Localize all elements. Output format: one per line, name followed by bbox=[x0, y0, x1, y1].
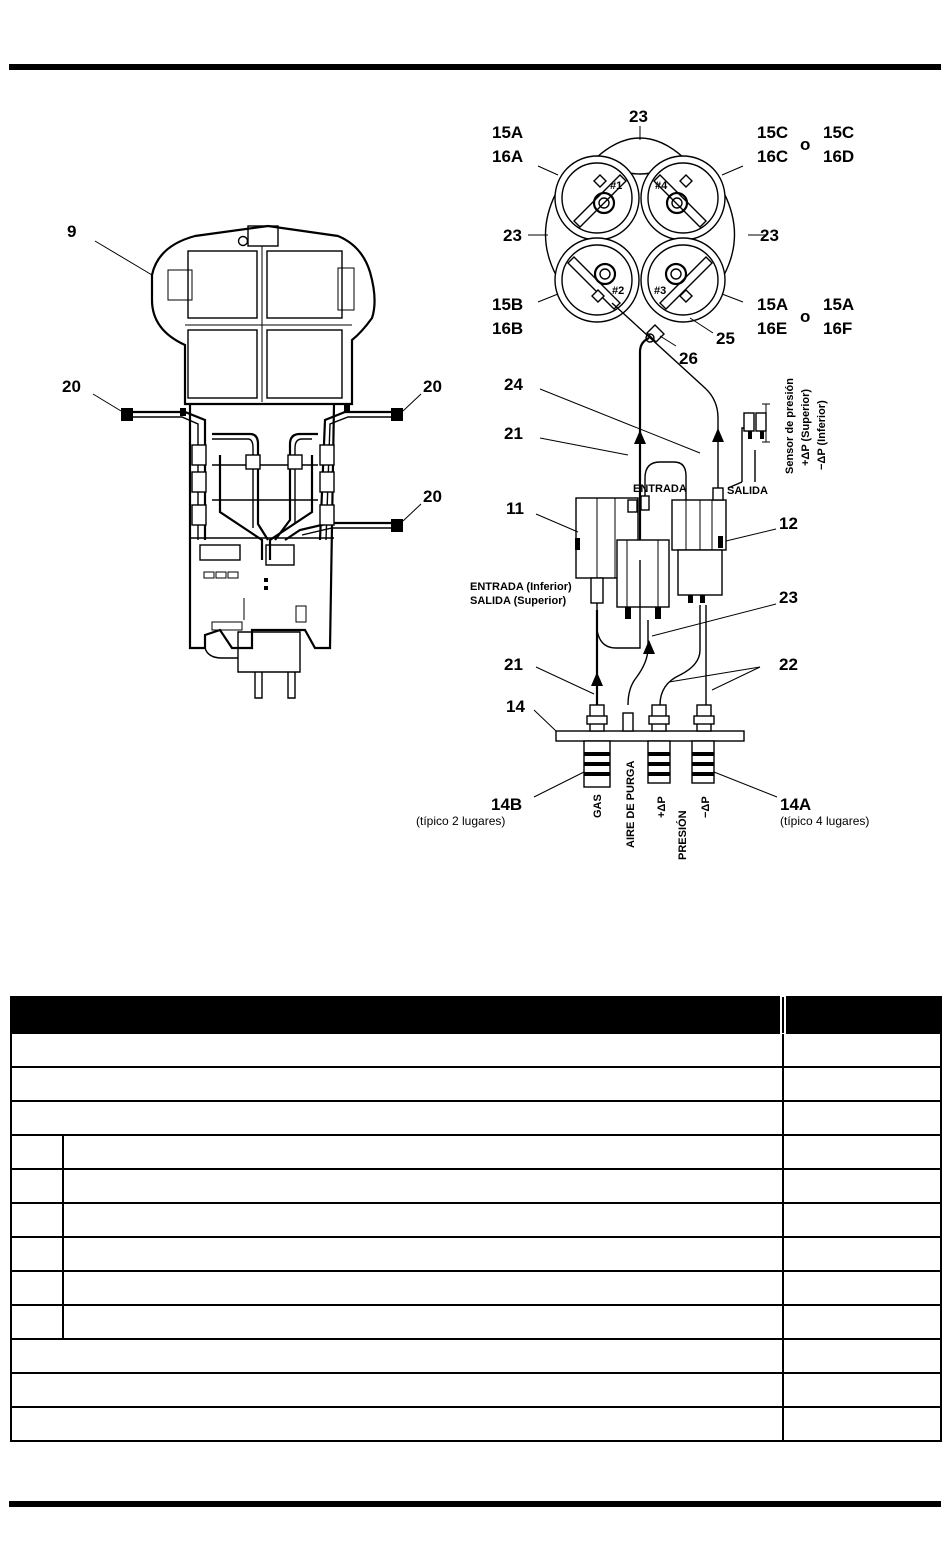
label-23-left: 23 bbox=[503, 226, 522, 245]
bottom-rule bbox=[9, 1501, 941, 1507]
sensor-number-3: #3 bbox=[654, 285, 666, 297]
label-salida-superior: SALIDA (Superior) bbox=[470, 595, 566, 607]
label-pressure-plus: +ΔP (Superior) bbox=[800, 389, 812, 466]
label-14b-note: (típico 2 lugares) bbox=[416, 814, 505, 828]
label-entrada-inferior: ENTRADA (Inferior) bbox=[470, 581, 572, 593]
label-salida: SALIDA bbox=[727, 485, 768, 497]
label-11: 11 bbox=[506, 499, 524, 518]
label-20-lower-right: 20 bbox=[423, 487, 442, 506]
label-20-upper-right: 20 bbox=[423, 377, 442, 396]
label-25: 25 bbox=[716, 329, 735, 348]
tubing-and-blocks bbox=[555, 302, 770, 788]
label-16c: 16C bbox=[757, 147, 788, 166]
label-or-lower: o bbox=[800, 307, 810, 326]
label-24: 24 bbox=[504, 375, 523, 394]
label-port-gas: GAS bbox=[592, 794, 604, 818]
table-header-description bbox=[10, 996, 786, 1034]
label-12: 12 bbox=[779, 514, 798, 533]
label-20-upper-left: 20 bbox=[62, 377, 81, 396]
label-entrada: ENTRADA bbox=[633, 483, 687, 495]
label-14: 14 bbox=[506, 697, 525, 716]
label-21-upper: 21 bbox=[504, 424, 523, 443]
sensor-cluster bbox=[544, 137, 736, 343]
table-row bbox=[10, 1032, 942, 1068]
parts-diagram: 9 20 20 20 bbox=[62, 107, 869, 860]
table-row bbox=[10, 1304, 942, 1340]
table-row bbox=[10, 1100, 942, 1136]
label-15c-a: 15C bbox=[757, 123, 788, 142]
label-23-right: 23 bbox=[760, 226, 779, 245]
sensor-number-2: #2 bbox=[612, 285, 624, 297]
label-pressure-minus: −ΔP (Inferior) bbox=[816, 400, 828, 470]
label-15c-b: 15C bbox=[823, 123, 854, 142]
table-row bbox=[10, 1202, 942, 1238]
left-assembly bbox=[121, 224, 403, 699]
label-9: 9 bbox=[67, 222, 76, 241]
label-16f: 16F bbox=[823, 319, 852, 338]
label-23-lower: 23 bbox=[779, 588, 798, 607]
table-row bbox=[10, 1270, 942, 1306]
label-14a: 14A bbox=[780, 795, 811, 814]
label-22: 22 bbox=[779, 655, 798, 674]
label-port-minus: −ΔP bbox=[700, 796, 712, 818]
label-21-lower: 21 bbox=[504, 655, 523, 674]
label-or-upper: o bbox=[800, 135, 810, 154]
table-row bbox=[10, 1406, 942, 1442]
label-26: 26 bbox=[679, 349, 698, 368]
table-row bbox=[10, 1236, 942, 1272]
label-14a-note: (típico 4 lugares) bbox=[780, 814, 869, 828]
table-row bbox=[10, 1066, 942, 1102]
table-row bbox=[10, 1134, 942, 1170]
label-15a-lower-a: 15A bbox=[757, 295, 788, 314]
label-16e: 16E bbox=[757, 319, 787, 338]
label-15b: 15B bbox=[492, 295, 523, 314]
table-header-row bbox=[10, 996, 942, 1034]
table-row bbox=[10, 1168, 942, 1204]
label-23-top: 23 bbox=[629, 107, 648, 126]
label-16b: 16B bbox=[492, 319, 523, 338]
parts-table bbox=[10, 996, 942, 1442]
sensor-number-4: #4 bbox=[655, 180, 668, 192]
label-pressure-sensor: Sensor de presión bbox=[784, 378, 796, 474]
sensor-number-1: #1 bbox=[610, 180, 622, 192]
label-15a-upper-left: 15A bbox=[492, 123, 523, 142]
label-16a: 16A bbox=[492, 147, 523, 166]
top-rule bbox=[9, 64, 941, 70]
label-port-purge: AIRE DE PURGA bbox=[625, 761, 637, 848]
table-header-part-number bbox=[782, 996, 942, 1034]
label-16d: 16D bbox=[823, 147, 854, 166]
label-14b: 14B bbox=[491, 795, 522, 814]
label-port-pressure: PRESIÓN bbox=[676, 810, 689, 860]
label-port-plus: +ΔP bbox=[656, 796, 668, 818]
table-row bbox=[10, 1372, 942, 1408]
label-15a-lower-b: 15A bbox=[823, 295, 854, 314]
table-row bbox=[10, 1338, 942, 1374]
